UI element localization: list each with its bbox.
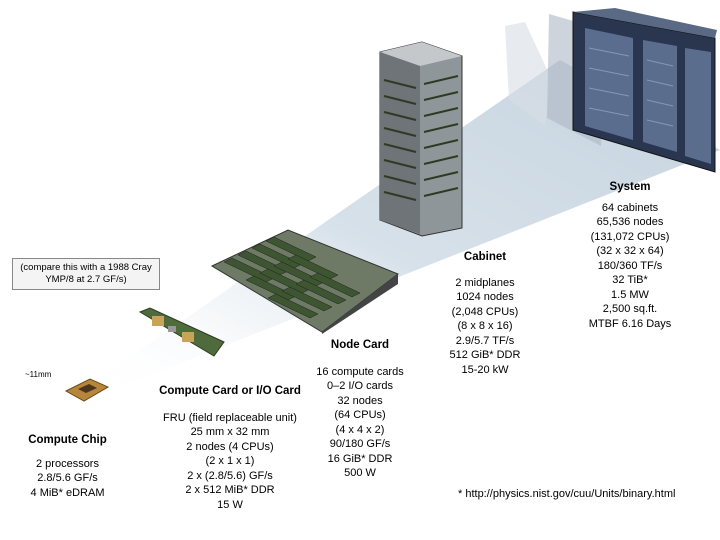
spec-line: 500 W — [344, 467, 376, 479]
spec-line: 2,500 sq.ft. — [602, 303, 658, 315]
spec-line: 2 x (2.8/5.6) GF/s — [187, 469, 273, 482]
compute-chip-title: Compute Chip — [28, 434, 107, 446]
spec-line: 16 compute cards — [316, 365, 404, 378]
comparison-note: (compare this with a 1988 Cray YMP/8 at … — [12, 258, 160, 290]
compute-card-image — [138, 307, 225, 357]
spec-line: 25 mm x 32 mm — [190, 426, 270, 438]
compute-card-title: Compute Card or I/O Card — [159, 385, 301, 397]
spec-line: (8 x 8 x 16) — [457, 320, 513, 332]
spec-line: 15-20 kW — [461, 363, 509, 376]
spec-line: MTBF 6.16 Days — [588, 317, 672, 330]
spec-line: 32 nodes — [337, 394, 383, 407]
spec-line: 15 W — [217, 498, 243, 511]
spec-line: 90/180 GF/s — [329, 438, 391, 450]
spec-line: (32 x 32 x 64) — [596, 245, 664, 257]
spec-line: 2 x 512 MiB* DDR — [185, 484, 275, 496]
spec-line: 512 GiB* DDR — [449, 349, 521, 361]
spec-line: 64 cabinets — [601, 201, 659, 214]
spec-line: (64 CPUs) — [334, 409, 386, 421]
comparison-note-line-2: Cray YMP/8 at 2.7 GF/s) — [45, 262, 152, 285]
chip-size-label: ~11mm — [25, 370, 52, 379]
cabinet-specs: Cabinet 2 midplanes 1024 nodes (2,048 CP… — [425, 250, 545, 377]
compute-chip-specs: Compute Chip 2 processors 2.8/5.6 GF/s 4… — [10, 433, 125, 500]
spec-line: 2 processors — [36, 457, 99, 470]
compute-chip-image — [64, 378, 110, 402]
spec-line: 4 MiB* eDRAM — [30, 486, 105, 499]
spec-line: 2.8/5.6 GF/s — [37, 472, 98, 484]
spec-line: (4 x 4 x 2) — [335, 423, 385, 436]
comparison-note-line-1: (compare this with a 1988 — [20, 262, 130, 273]
spec-line: 2 midplanes — [455, 276, 515, 289]
node-card-title: Node Card — [330, 339, 390, 351]
spec-line: (2 x 1 x 1) — [205, 455, 255, 467]
spec-line: (2,048 CPUs) — [451, 305, 519, 318]
binary-units-footnote: * http://physics.nist.gov/cuu/Units/bina… — [458, 488, 676, 500]
spec-line: 180/360 TF/s — [597, 259, 663, 272]
cabinet-image — [379, 41, 463, 237]
cabinet-title: Cabinet — [463, 251, 507, 263]
node-card-image — [210, 229, 400, 334]
spec-line: 32 TiB* — [612, 274, 648, 286]
spec-line: (131,072 CPUs) — [590, 230, 670, 243]
spec-line: 1024 nodes — [456, 291, 514, 303]
spec-line: 16 GiB* DDR — [327, 452, 393, 465]
compute-card-specs: Compute Card or I/O Card FRU (field repl… — [130, 384, 330, 512]
spec-line: 0–2 I/O cards — [326, 380, 394, 392]
spec-line: FRU (field replaceable unit) — [163, 411, 297, 424]
spec-line: 2 nodes (4 CPUs) — [186, 440, 274, 453]
node-card-specs: Node Card 16 compute cards 0–2 I/O cards… — [295, 338, 425, 481]
spec-line: 1.5 MW — [611, 288, 649, 301]
system-image — [505, 8, 717, 173]
system-specs: System 64 cabinets 65,536 nodes (131,072… — [570, 180, 690, 331]
spec-line: 65,536 nodes — [596, 216, 664, 228]
spec-line: 2.9/5.7 TF/s — [455, 334, 515, 347]
system-title: System — [609, 181, 651, 193]
